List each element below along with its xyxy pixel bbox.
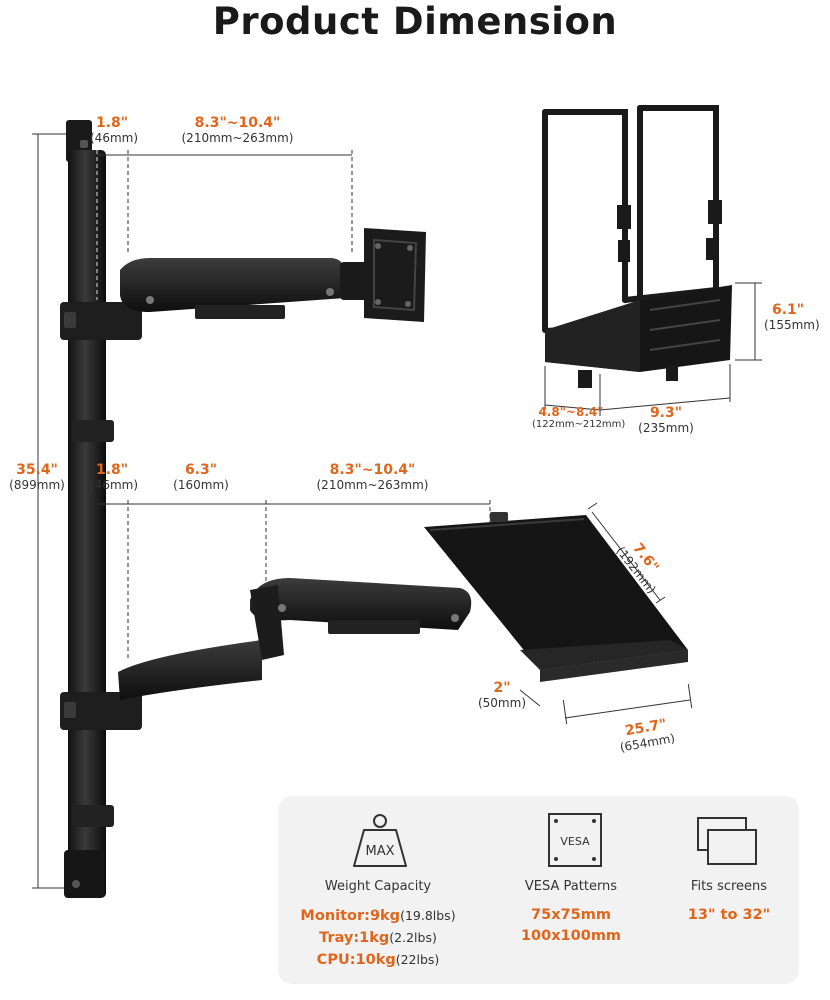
weight-monitor: Monitor:9kg(19.8lbs) [300, 908, 456, 924]
screen-size-range: 13" to 32" [687, 907, 771, 923]
tray-dimension-lines [519, 502, 693, 724]
fits-screens-values: 13" to 32" [674, 905, 784, 926]
monitor-arm [120, 228, 426, 322]
page-title: Product Dimension [212, 0, 618, 43]
weight-icon: MAX [353, 814, 407, 867]
pole-height-dimension-line [32, 133, 72, 889]
cpu-height-label: 6.1" (155mm) [764, 302, 820, 332]
top-offset-label: 1.8" (46mm) [90, 115, 139, 145]
weight-icon-text: MAX [365, 844, 394, 859]
pole-height-label: 35.4" (899mm) [9, 462, 65, 492]
vesa-pattern-100: 100x100mm [520, 928, 622, 944]
top-arm-label: 8.3"~10.4" (210mm~263mm) [181, 115, 294, 145]
cpu-holder-base [545, 285, 732, 388]
vesa-patterns-values: 75x75mm 100x100mm [506, 905, 636, 947]
cpu-dimension-lines [544, 282, 762, 416]
weight-tray: Tray:1kg(2.2lbs) [319, 930, 437, 946]
screens-icon [697, 817, 757, 865]
vesa-icon-text: VESA [560, 835, 590, 848]
fits-screens-label: Fits screens [690, 879, 768, 894]
bottom-second-arm-label: 8.3"~10.4" (210mm~263mm) [316, 462, 429, 492]
weight-capacity-values: Monitor:9kg(19.8lbs) Tray:1kg(2.2lbs) CP… [278, 905, 478, 971]
tray-arm [118, 512, 688, 700]
cpu-depth-label: 9.3" (235mm) [638, 405, 694, 435]
tray-lip-label: 2" (50mm) [477, 680, 526, 710]
pole [60, 120, 142, 898]
vesa-patterns-label: VESA Patterns [524, 879, 618, 894]
vesa-pattern-75: 75x75mm [531, 907, 611, 923]
weight-cpu: CPU:10kg(22lbs) [316, 952, 440, 968]
weight-capacity-label: Weight Capacity [324, 879, 432, 894]
bottom-arm-guides [97, 500, 491, 660]
bottom-offset-label: 1.8" (46mm) [90, 462, 139, 492]
vesa-icon: VESA [548, 813, 602, 867]
cpu-width-label: 4.8"~8.4" (122mm~212mm) [532, 405, 626, 430]
spec-panel: MAX Weight Capacity Monitor:9kg(19.8lbs)… [278, 796, 799, 984]
cpu-holder [542, 105, 722, 333]
top-arm-guides [96, 150, 353, 300]
bottom-first-arm-label: 6.3" (160mm) [173, 462, 229, 492]
